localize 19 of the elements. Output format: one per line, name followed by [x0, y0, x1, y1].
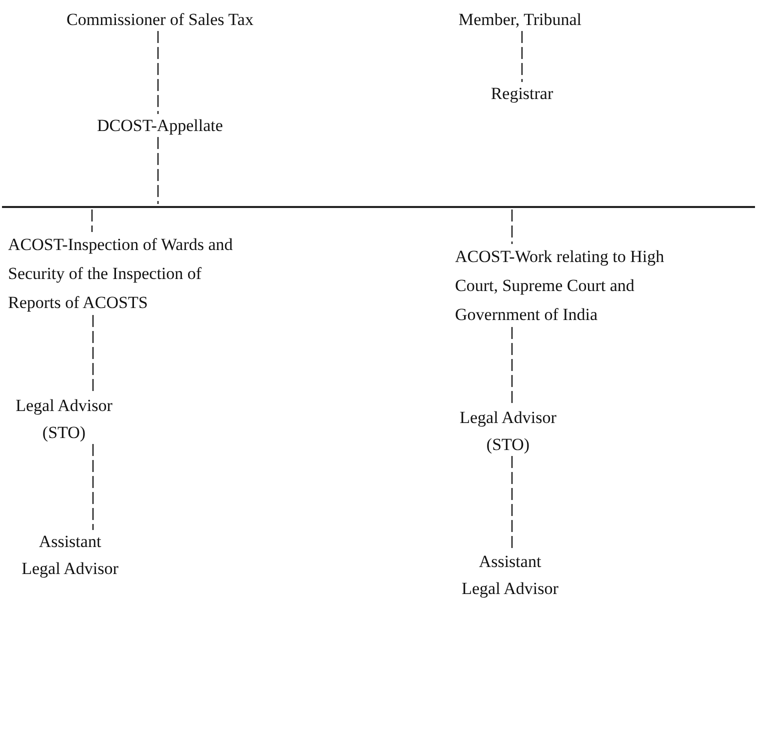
- connector-line: [511, 456, 513, 550]
- org-label: Legal Advisor (STO): [4, 392, 124, 446]
- connector-line: [511, 210, 513, 244]
- org-label: ACOST-Inspection of Wards and Security of the Inspection of Reports of ACOSTS: [8, 230, 248, 317]
- org-label: Assistant Legal Advisor: [460, 548, 560, 602]
- org-label: DCOST-Appellate: [70, 112, 250, 139]
- org-label: ACOST-Work relating to High Court, Supreme Court and Government of India: [455, 242, 695, 329]
- org-label: Member, Tribunal: [420, 6, 620, 33]
- connector-line: [157, 31, 159, 114]
- connector-line: [92, 315, 94, 394]
- org-label: Legal Advisor (STO): [448, 404, 568, 458]
- org-label: Assistant Legal Advisor: [20, 528, 120, 582]
- connector-line: [521, 31, 523, 82]
- connector-line: [91, 210, 93, 232]
- connector-line: [157, 137, 159, 204]
- org-label: Commissioner of Sales Tax: [50, 6, 270, 33]
- connector-line: [92, 444, 94, 530]
- connector-line: [511, 327, 513, 406]
- org-label: Registrar: [462, 80, 582, 107]
